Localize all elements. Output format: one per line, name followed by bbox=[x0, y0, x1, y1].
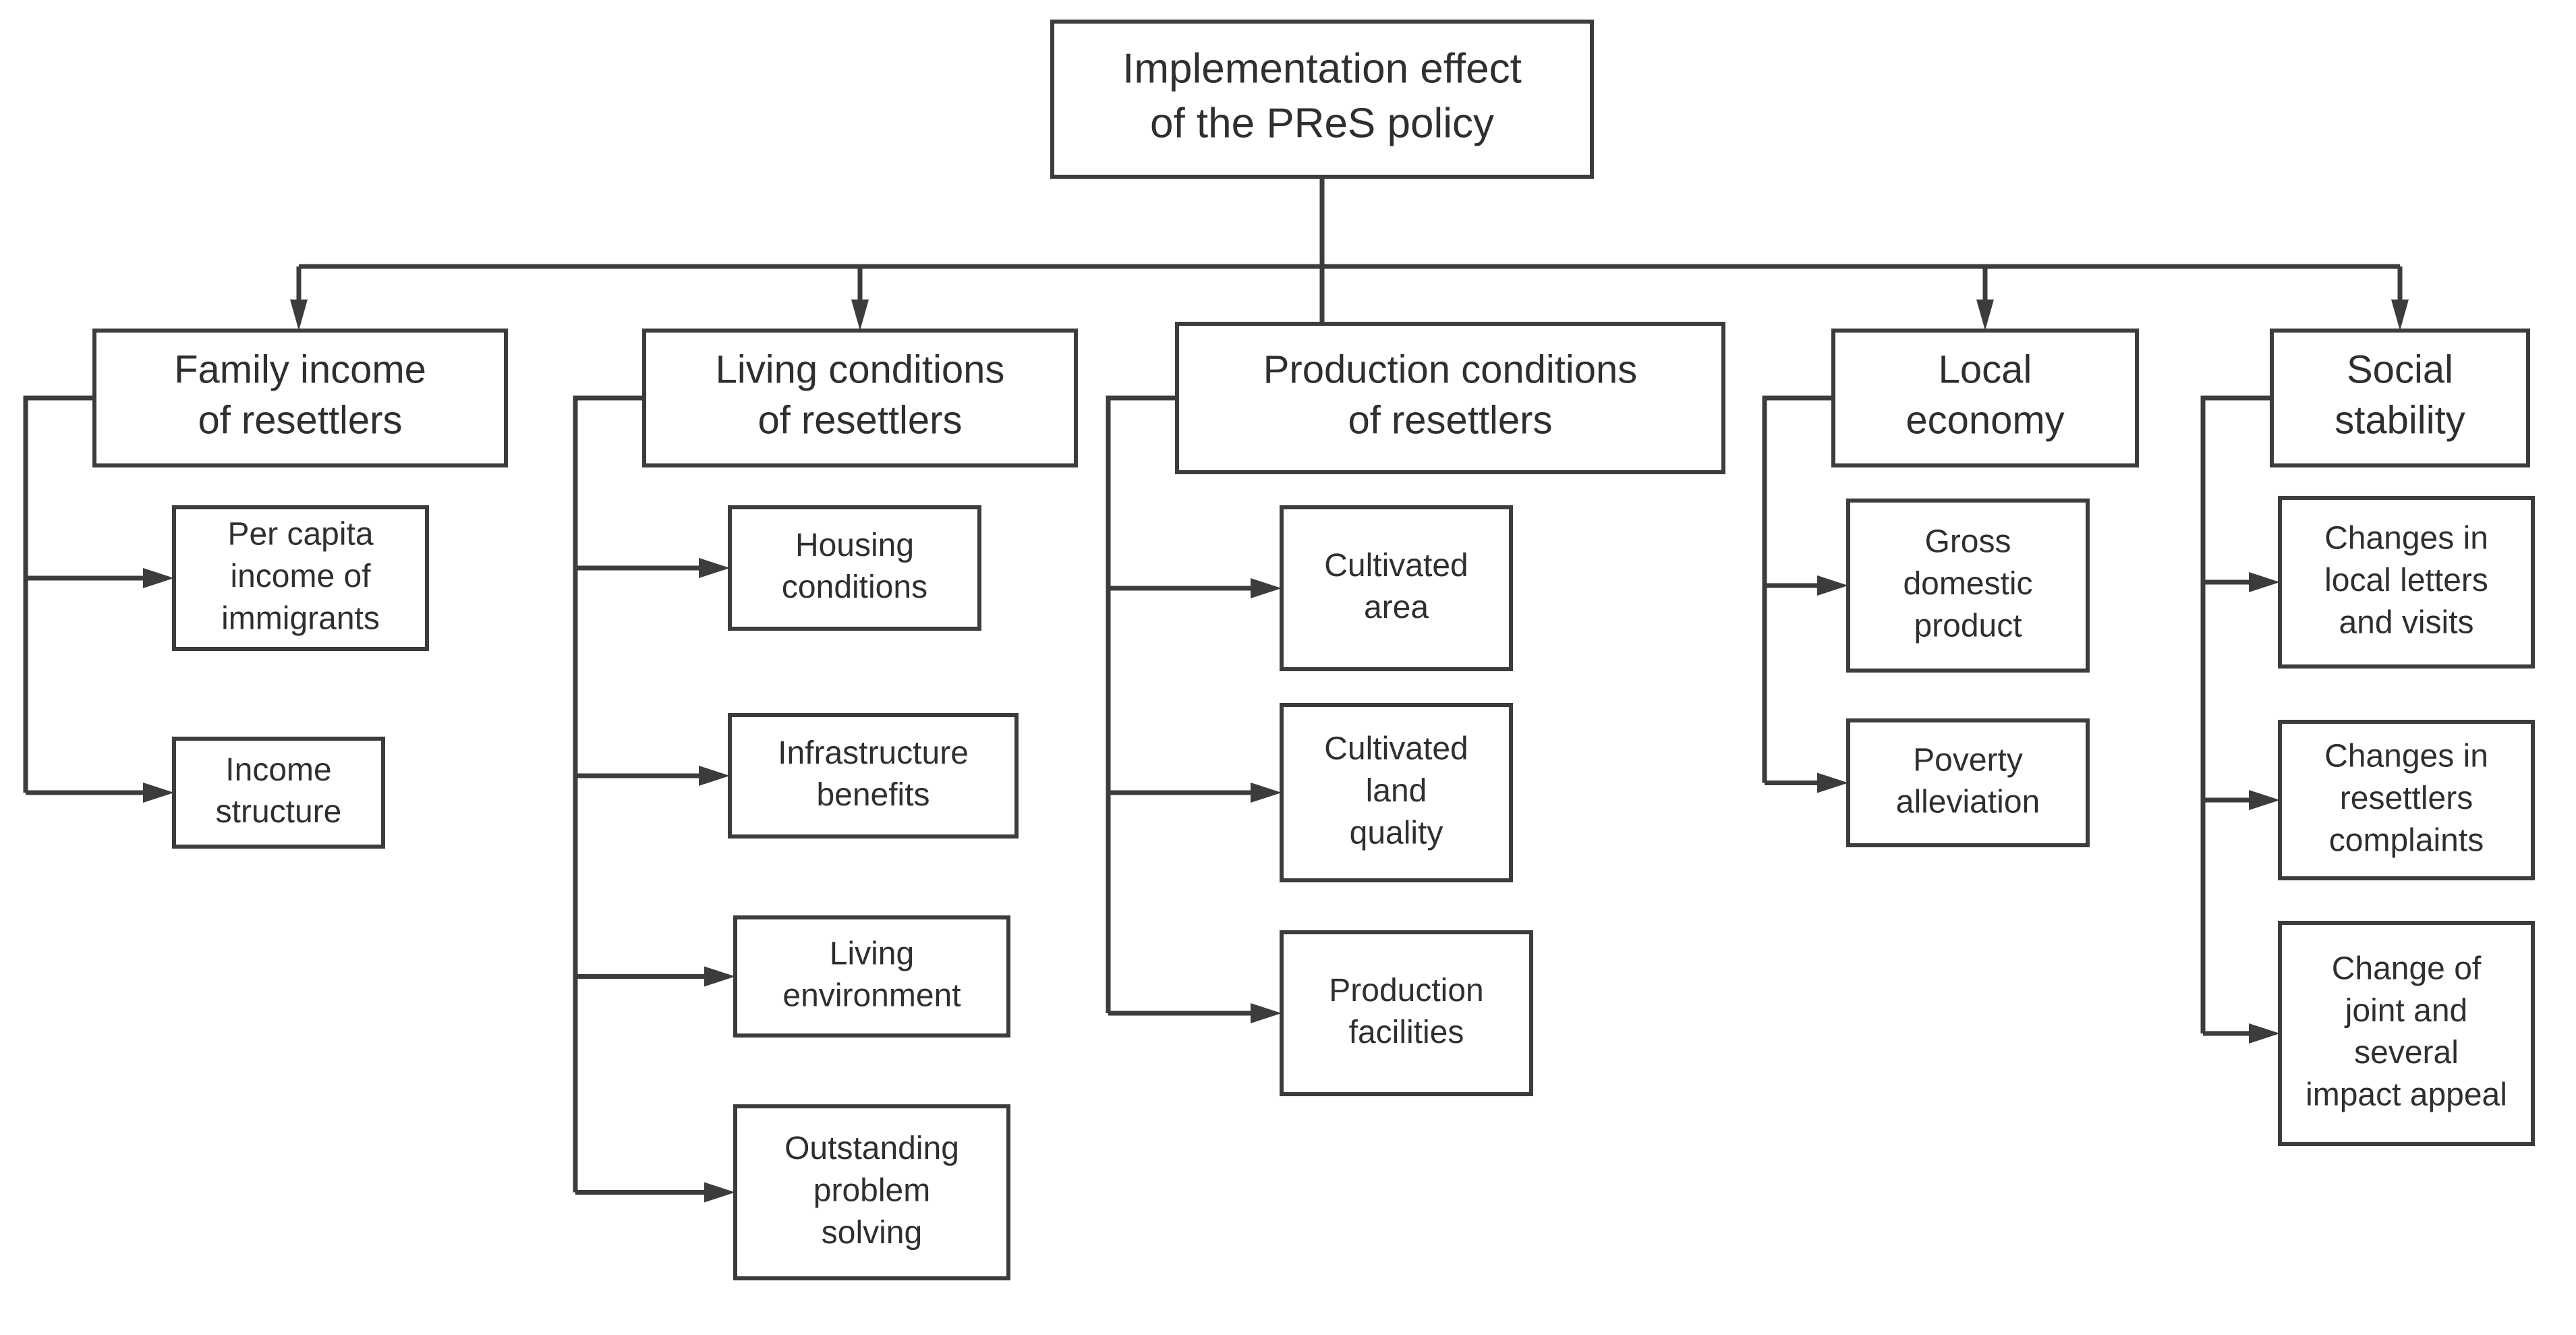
arrow-down-icon-living-conditions bbox=[851, 300, 869, 331]
arrow-down-icon-family-income bbox=[290, 300, 308, 331]
arrow-right-icon-cultivated-land-quality bbox=[1251, 783, 1282, 803]
arrow-right-icon-infrastructure-benefits bbox=[699, 766, 730, 786]
arrow-right-icon-outstanding-problem-solving bbox=[704, 1182, 735, 1203]
arrow-down-icon-social-stability bbox=[2391, 300, 2409, 331]
leaf-node-living-environment[interactable] bbox=[733, 915, 1010, 1038]
leaf-node-production-facilities[interactable] bbox=[1280, 930, 1533, 1096]
leaf-node-income-structure[interactable] bbox=[172, 737, 385, 849]
arrow-right-icon-income-structure bbox=[143, 783, 174, 803]
arrow-right-icon-housing-conditions bbox=[699, 558, 730, 578]
leaf-node-cultivated-area[interactable] bbox=[1280, 505, 1513, 671]
category-node-family-income[interactable] bbox=[92, 329, 508, 467]
leaf-node-infrastructure-benefits[interactable] bbox=[728, 713, 1019, 839]
leaf-node-housing-conditions[interactable] bbox=[728, 505, 981, 631]
arrow-right-icon-poverty-alleviation bbox=[1817, 772, 1848, 793]
category-node-production-conditions[interactable] bbox=[1175, 322, 1725, 474]
category-spine-connector-production-conditions bbox=[1106, 395, 1177, 1013]
leaf-node-changes-in-local-letters-and-visits[interactable] bbox=[2278, 496, 2535, 669]
arrow-right-icon-change-of-joint-and-several-impact-appeal bbox=[2249, 1023, 2280, 1044]
category-spine-connector-social-stability bbox=[2200, 395, 2272, 1033]
arrow-right-icon-changes-in-local-letters-and-visits bbox=[2249, 572, 2280, 592]
category-node-social-stability[interactable] bbox=[2270, 329, 2530, 467]
arrow-right-icon-cultivated-area bbox=[1251, 578, 1282, 598]
arrow-right-icon-per-capita-income-of-immigrants bbox=[143, 568, 174, 588]
category-spine-connector-local-economy bbox=[1762, 395, 1833, 783]
leaf-node-change-of-joint-and-several-impact-appeal[interactable] bbox=[2278, 921, 2535, 1146]
root-node-box[interactable] bbox=[1050, 20, 1594, 179]
arrow-right-icon-living-environment bbox=[704, 966, 735, 987]
category-node-living-conditions[interactable] bbox=[642, 329, 1078, 467]
leaf-node-per-capita-income-of-immigrants[interactable] bbox=[172, 505, 429, 651]
arrow-right-icon-gross-domestic-product bbox=[1817, 575, 1848, 596]
leaf-node-gross-domestic-product[interactable] bbox=[1846, 499, 2090, 673]
arrow-right-icon-changes-in-resettlers-complaints bbox=[2249, 790, 2280, 810]
leaf-node-changes-in-resettlers-complaints[interactable] bbox=[2278, 720, 2535, 880]
arrow-right-icon-production-facilities bbox=[1251, 1003, 1282, 1023]
category-spine-connector-family-income bbox=[23, 395, 94, 793]
arrow-down-icon-local-economy bbox=[1976, 300, 1994, 331]
category-spine-connector-living-conditions bbox=[573, 395, 644, 1193]
category-node-local-economy[interactable] bbox=[1831, 329, 2139, 467]
leaf-node-cultivated-land-quality[interactable] bbox=[1280, 703, 1513, 882]
leaf-node-outstanding-problem-solving[interactable] bbox=[733, 1104, 1010, 1280]
leaf-node-poverty-alleviation[interactable] bbox=[1846, 718, 2090, 847]
